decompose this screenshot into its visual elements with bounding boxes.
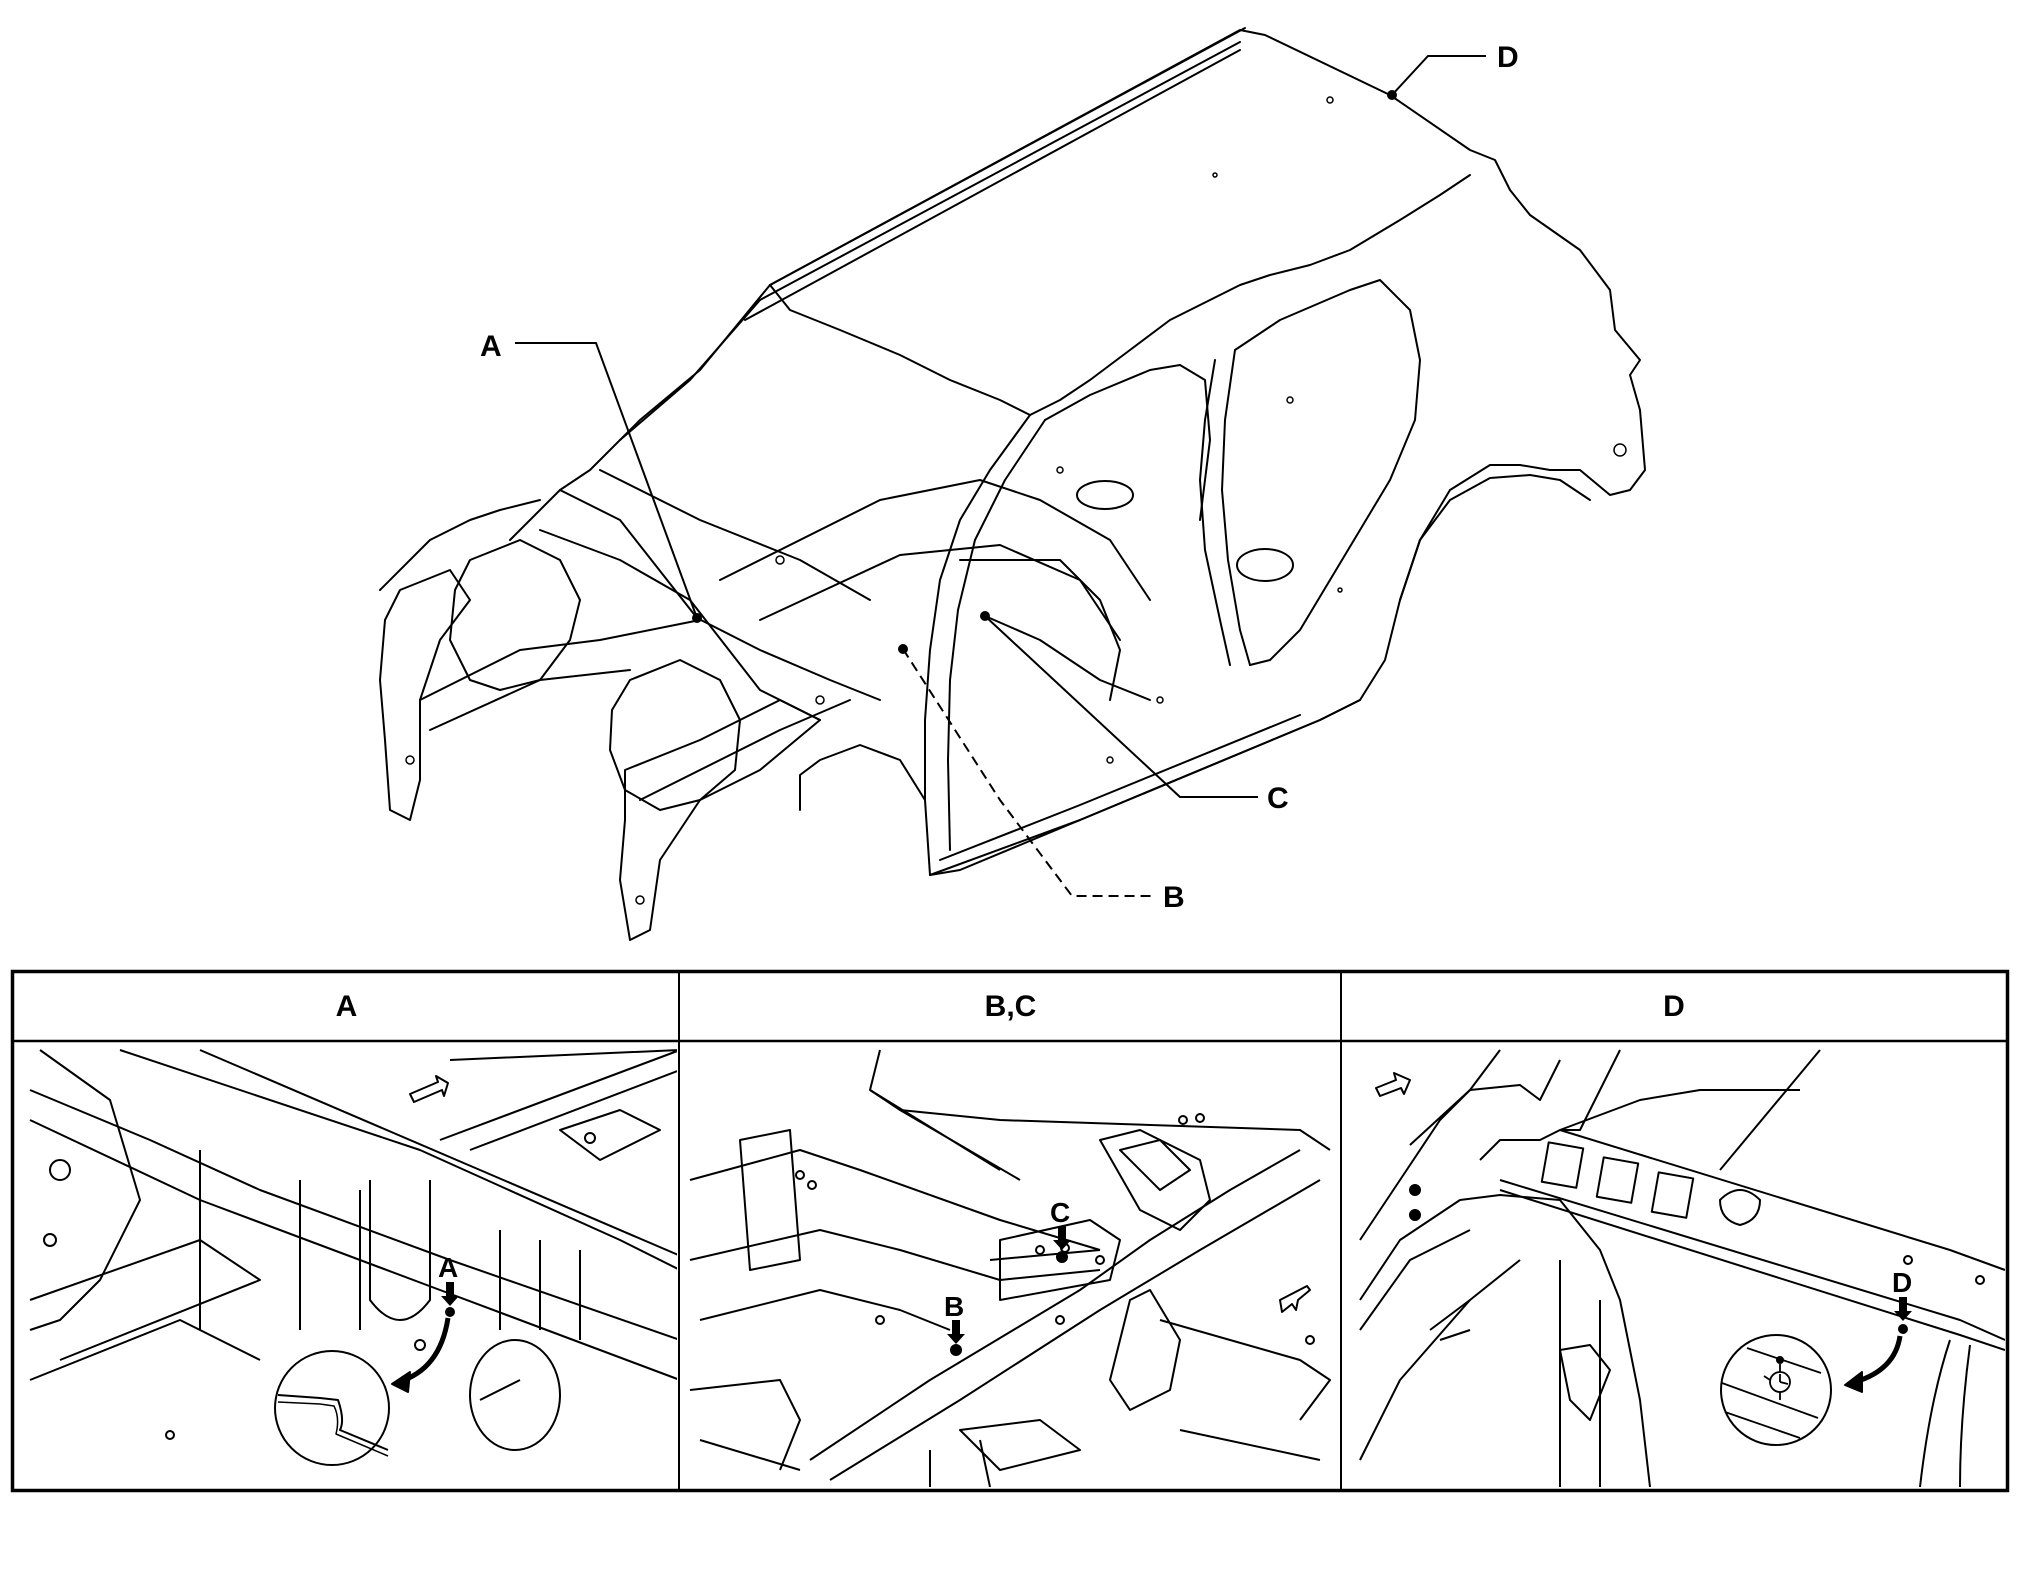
down-arrow-icon-A	[441, 1282, 459, 1306]
floor-pan	[719, 479, 1151, 601]
detail-table-frame	[10, 969, 2010, 1493]
leader-line-D	[1391, 55, 1486, 96]
leader-line-C	[984, 615, 1258, 798]
roof-panel	[769, 29, 1646, 876]
callout-label-D: D	[1497, 41, 1519, 74]
callout-label-B: B	[1163, 881, 1185, 914]
rear-wheel-arch	[1399, 474, 1591, 601]
front-direction-arrow-icon	[409, 1075, 449, 1103]
front-side-member-right	[619, 699, 821, 941]
front-direction-arrow-icon	[1375, 1072, 1411, 1097]
strut-tower-left	[449, 539, 581, 691]
leader-line-A	[515, 342, 698, 619]
strut-tower-right	[609, 659, 741, 811]
marker-dot-A	[445, 1307, 455, 1317]
table-outer-border	[10, 969, 2010, 1493]
marker-dot-B	[950, 1344, 962, 1356]
marker-dot-C	[1056, 1251, 1068, 1263]
windshield-header	[769, 284, 1031, 416]
detail-panel-BC	[689, 1049, 1331, 1487]
column-header-BC: B,C	[984, 990, 1037, 1023]
down-arrow-icon-D	[1894, 1297, 1912, 1321]
a-pillar-left	[509, 284, 771, 541]
panel-marker-label-A: A	[438, 1252, 458, 1283]
column-header-A: A	[335, 990, 358, 1023]
roof-rail	[744, 27, 1246, 321]
body-detail-holes	[405, 96, 1627, 905]
b-pillar	[1199, 359, 1231, 666]
callout-label-C: C	[1267, 782, 1289, 815]
leader-line-B	[902, 648, 1153, 897]
detail-panel-D	[1359, 1049, 2005, 1487]
magnified-detail-circle-D	[1720, 1334, 1832, 1446]
front-side-member-left	[379, 569, 471, 821]
panel-marker-label-C: C	[1050, 1197, 1070, 1228]
callout-D	[1387, 55, 1486, 100]
callout-B	[898, 644, 1153, 897]
panel-marker-label-D: D	[1892, 1267, 1912, 1298]
callout-A	[515, 342, 702, 623]
side-sill	[929, 699, 1361, 876]
magnified-detail-circle-A	[274, 1350, 390, 1466]
down-arrow-icon-B	[947, 1320, 965, 1344]
callout-label-A: A	[480, 330, 502, 363]
front-direction-arrow-icon	[1279, 1285, 1311, 1313]
detail-panel-A	[29, 1049, 677, 1466]
rear-door-opening	[1234, 279, 1421, 666]
vehicle-body-overview	[379, 27, 1646, 941]
cowl-panel	[559, 489, 881, 701]
column-header-D: D	[1663, 990, 1685, 1023]
front-door-opening	[1044, 364, 1211, 521]
callout-C	[980, 611, 1258, 798]
marker-dot-D	[1898, 1324, 1908, 1334]
down-arrow-icon-C	[1053, 1226, 1071, 1250]
a-pillar-right	[1029, 174, 1471, 416]
radiator-support	[379, 499, 541, 591]
panel-marker-label-B: B	[944, 1291, 964, 1322]
